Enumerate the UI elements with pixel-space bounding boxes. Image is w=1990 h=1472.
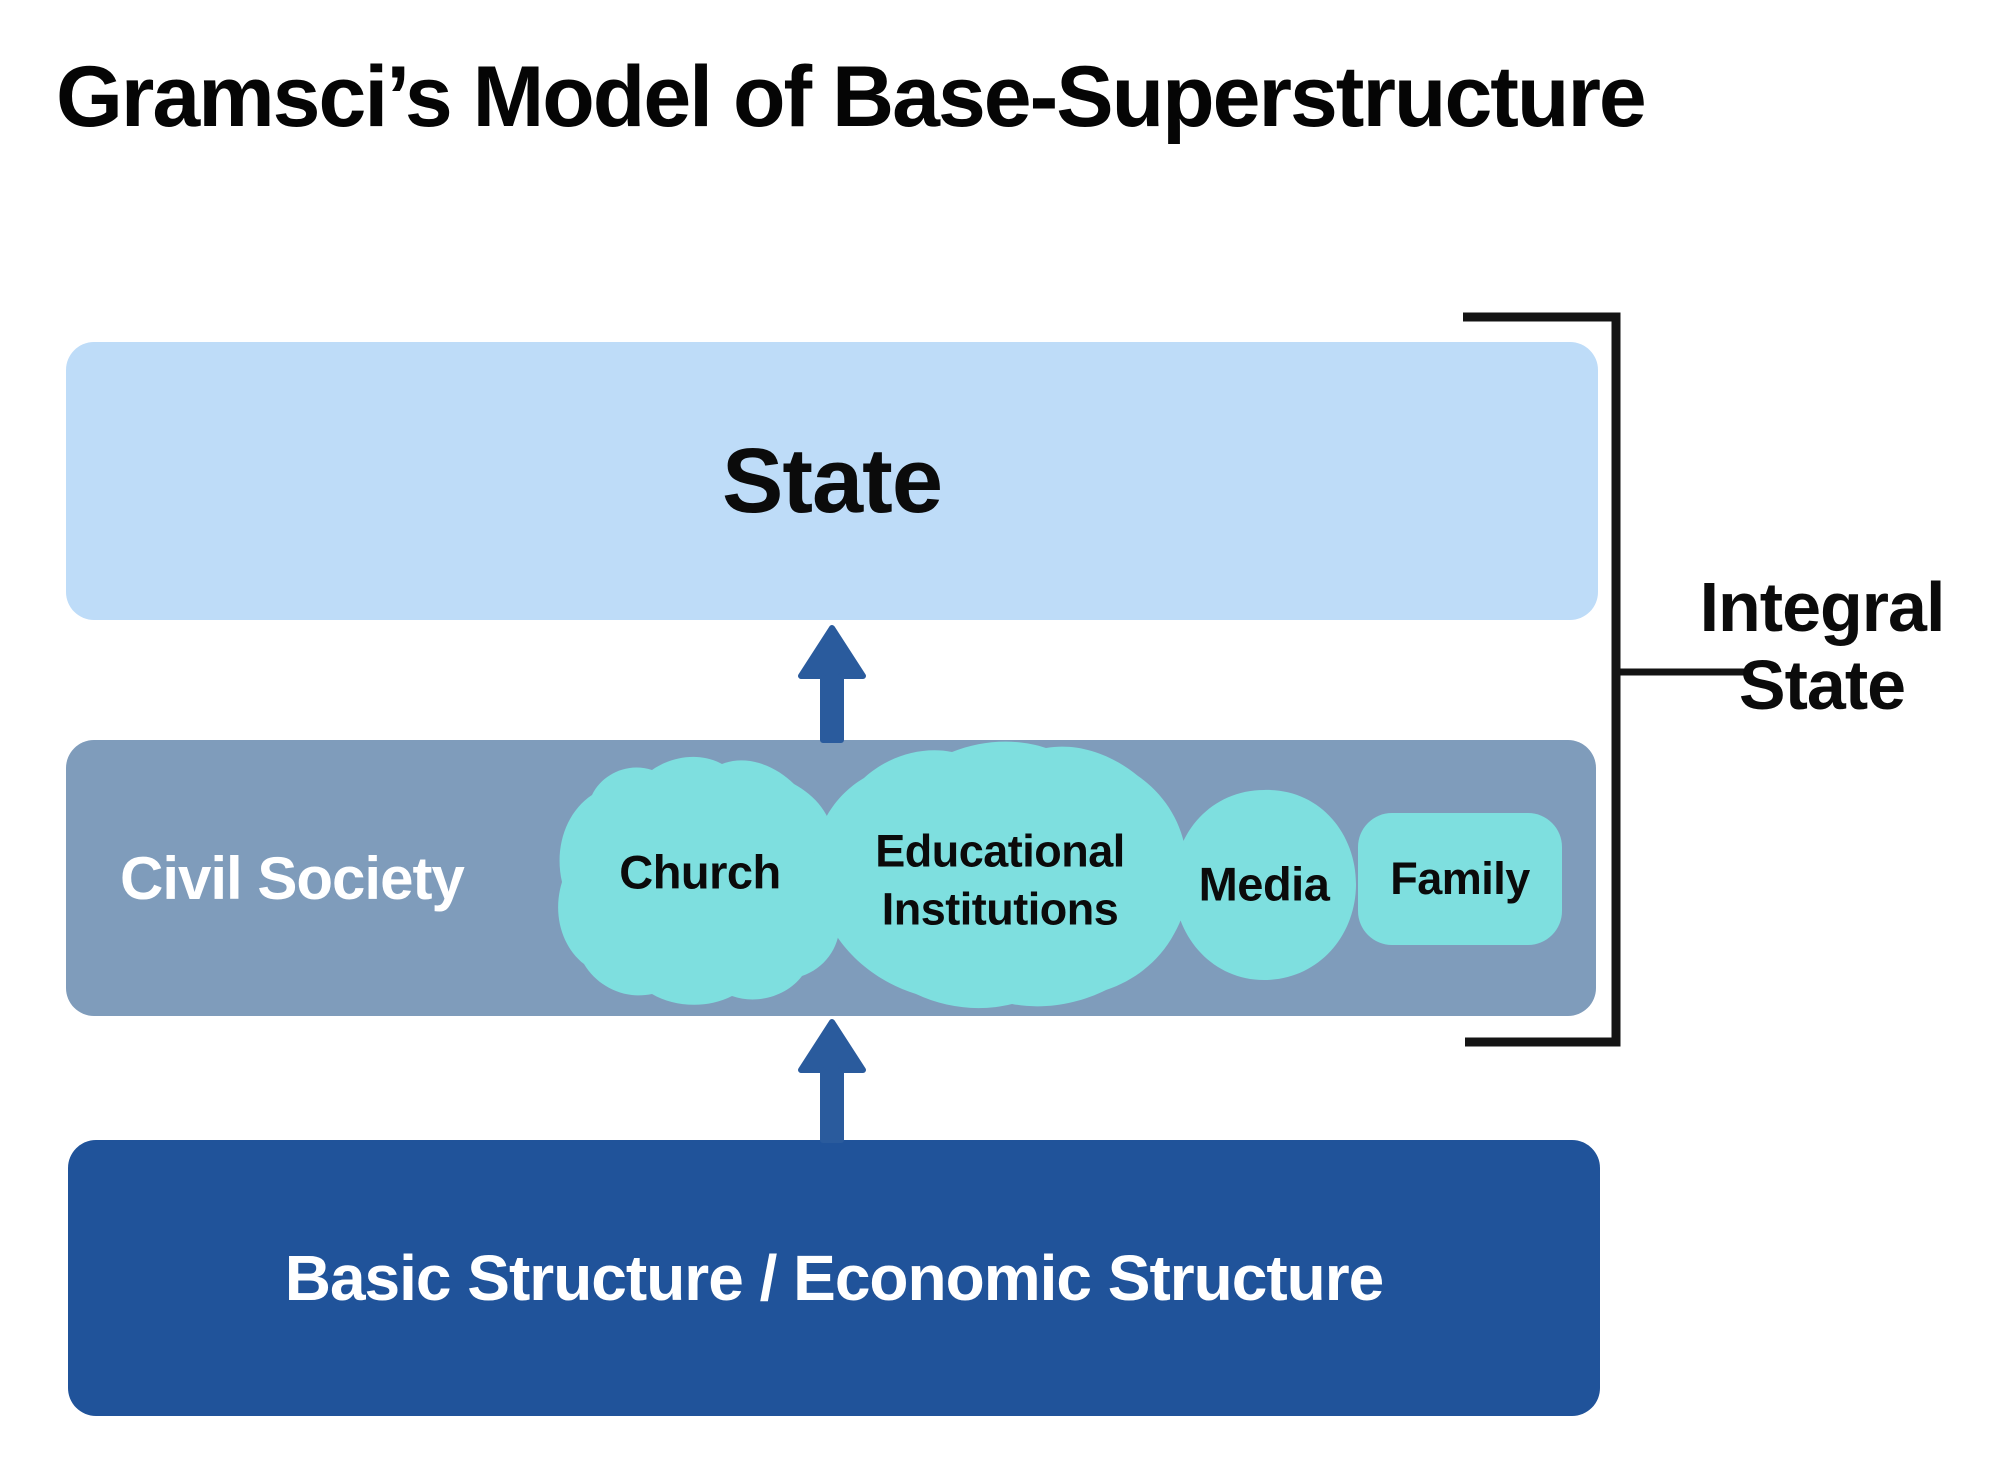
basic-structure-label: Basic Structure / Economic Structure [284,1242,1385,1314]
diagram-title: Gramsci’s Model of Base-Superstructure [56,49,1647,145]
state-box: State [66,342,1598,620]
family-label: Family [1390,853,1530,904]
church-label: Church [619,845,781,899]
media-label: Media [1198,857,1330,911]
church-blob-shape [558,756,847,1005]
media-blob-shape [1174,789,1356,980]
family-shape [1358,813,1562,945]
civil-society-label: Civil Society [120,844,465,912]
integral-state-bracket-icon [1463,312,1621,1047]
up-arrow-civil-to-state-icon [798,625,866,743]
basic-structure-box: Basic Structure / Economic Structure [68,1140,1600,1416]
state-label: State [722,429,943,532]
up-arrow-base-to-civil-icon [798,1019,866,1143]
educational-institutions-blob-shape [813,741,1189,1009]
educational-institutions-label: Educational Institutions [875,825,1125,934]
integral-state-label: Integral State [1699,568,1946,725]
